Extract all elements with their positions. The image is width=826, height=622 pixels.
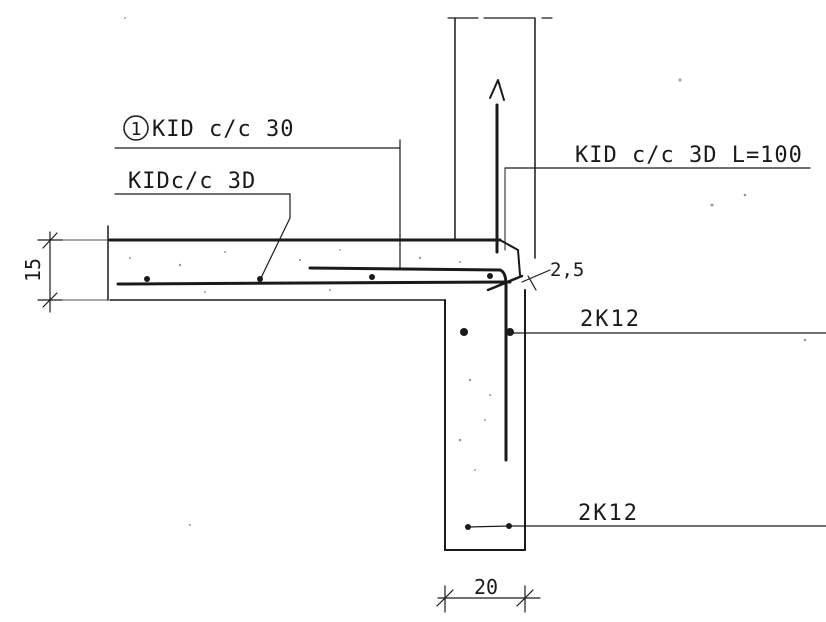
bar-dot	[487, 273, 493, 279]
cover-label: 2,5	[550, 259, 584, 281]
beam-bottom-bars-label: 2K12	[578, 501, 639, 526]
bar-dot	[144, 276, 150, 282]
beam-width-label: 20	[474, 575, 498, 599]
leader-lines	[114, 139, 826, 527]
column-bar-arrow	[489, 79, 505, 101]
rebars	[116, 79, 524, 530]
beam-top-bar-dot	[506, 328, 514, 336]
beam-top-bar-dot	[460, 328, 468, 336]
slab-top-bar-label: KID c/c 30	[152, 117, 294, 142]
beam-top-bars-label: 2K12	[580, 307, 641, 332]
slab-main-bar	[116, 280, 512, 286]
marker-number: 1	[131, 119, 142, 140]
concrete-texture	[124, 17, 807, 526]
slab-thickness-dimension	[37, 231, 109, 313]
cover-dimension	[521, 269, 551, 291]
upper-column	[447, 17, 553, 259]
slab-thickness-label: 15	[21, 258, 45, 282]
beam-width-dimension	[436, 585, 541, 613]
slab-bottom-bar-label: KIDc/c 3D	[128, 169, 256, 194]
slab-outline	[107, 225, 521, 301]
bar-dot	[369, 274, 375, 280]
hook-bar-label: KID c/c 3D L=100	[575, 143, 803, 168]
marker-1: 1	[123, 115, 149, 141]
slab-upper-bar	[308, 266, 502, 272]
hook-bar	[498, 268, 508, 462]
